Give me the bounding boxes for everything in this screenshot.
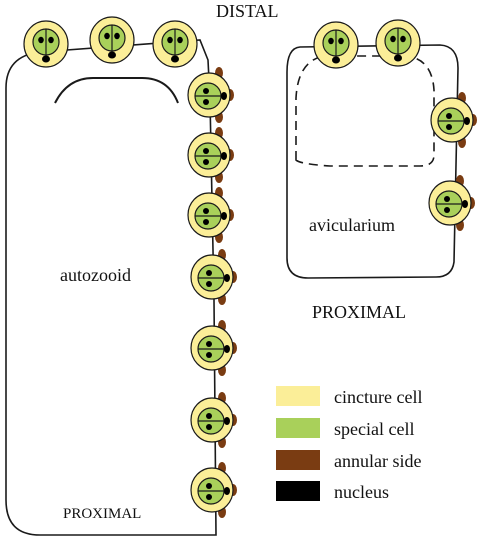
avicularium-outline: [286, 44, 459, 279]
nucleus: [167, 36, 173, 44]
autozooid-side-cell: [190, 320, 237, 376]
avicularium-top-cell: [313, 21, 359, 69]
autozooid-top-cell: [89, 16, 135, 64]
nucleus: [221, 92, 227, 100]
label-avicularium: avicularium: [309, 215, 395, 235]
nucleus: [203, 99, 209, 105]
nucleus: [203, 148, 209, 154]
autozooid-top-cell: [152, 20, 198, 68]
legend-label-cincture: cincture cell: [334, 387, 422, 407]
nucleus: [206, 270, 212, 276]
nucleus: [400, 35, 406, 43]
nucleus: [444, 207, 450, 213]
nucleus: [206, 341, 212, 347]
nucleus: [206, 494, 212, 500]
label-proximal-right: PROXIMAL: [312, 302, 406, 322]
nucleus: [221, 212, 227, 220]
autozooid-side-cell: [190, 249, 237, 305]
label-autozooid: autozooid: [60, 265, 131, 285]
nucleus: [203, 208, 209, 214]
autozooid-side-cell: [187, 187, 234, 243]
legend: cincture cell special cell annular side …: [276, 386, 422, 502]
avicularium-side-cell: [428, 175, 475, 231]
nucleus: [206, 281, 212, 287]
nucleus: [224, 417, 230, 425]
nucleus: [224, 487, 230, 495]
legend-swatch-special: [276, 418, 320, 438]
label-proximal-left: PROXIMAL: [63, 506, 141, 522]
autozooid-side-cell: [190, 392, 237, 448]
nucleus: [203, 159, 209, 165]
nucleus: [224, 274, 230, 282]
autozooid-top-cell: [23, 20, 69, 68]
legend-label-annular: annular side: [334, 451, 421, 471]
avicularium-side-cell: [430, 92, 477, 148]
nucleus: [206, 483, 212, 489]
nucleus: [446, 124, 452, 130]
nucleus: [221, 152, 227, 160]
nucleus: [108, 51, 116, 59]
autozooid-side-cell: [187, 67, 234, 123]
nucleus: [206, 413, 212, 419]
nucleus: [206, 352, 212, 358]
nucleus: [464, 117, 470, 125]
cells-layer: [23, 16, 477, 518]
nucleus: [203, 219, 209, 225]
nucleus: [390, 35, 396, 43]
nucleus: [332, 56, 340, 64]
avicularium-dashed-region: [295, 55, 435, 167]
nucleus: [114, 32, 120, 40]
autozooid-inner-arch: [54, 76, 179, 104]
nucleus: [444, 196, 450, 202]
legend-label-special: special cell: [334, 419, 414, 439]
label-distal: DISTAL: [216, 1, 279, 21]
nucleus: [42, 55, 50, 63]
nucleus: [338, 37, 344, 45]
legend-label-nucleus: nucleus: [334, 482, 389, 502]
autozooid-side-cell: [190, 462, 237, 518]
nucleus: [177, 36, 183, 44]
nucleus: [224, 345, 230, 353]
nucleus: [38, 36, 44, 44]
nucleus: [328, 37, 334, 45]
autozooid-side-cell: [187, 127, 234, 183]
nucleus: [104, 32, 110, 40]
nucleus: [206, 424, 212, 430]
legend-swatch-annular: [276, 450, 320, 470]
nucleus: [394, 54, 402, 62]
avicularium-top-cell: [375, 19, 421, 67]
nucleus: [171, 55, 179, 63]
legend-swatch-cincture: [276, 386, 320, 406]
nucleus: [446, 113, 452, 119]
legend-swatch-nucleus: [276, 481, 320, 501]
nucleus: [48, 36, 54, 44]
nucleus: [462, 200, 468, 208]
autozooid-outline: [5, 39, 217, 536]
nucleus: [203, 88, 209, 94]
